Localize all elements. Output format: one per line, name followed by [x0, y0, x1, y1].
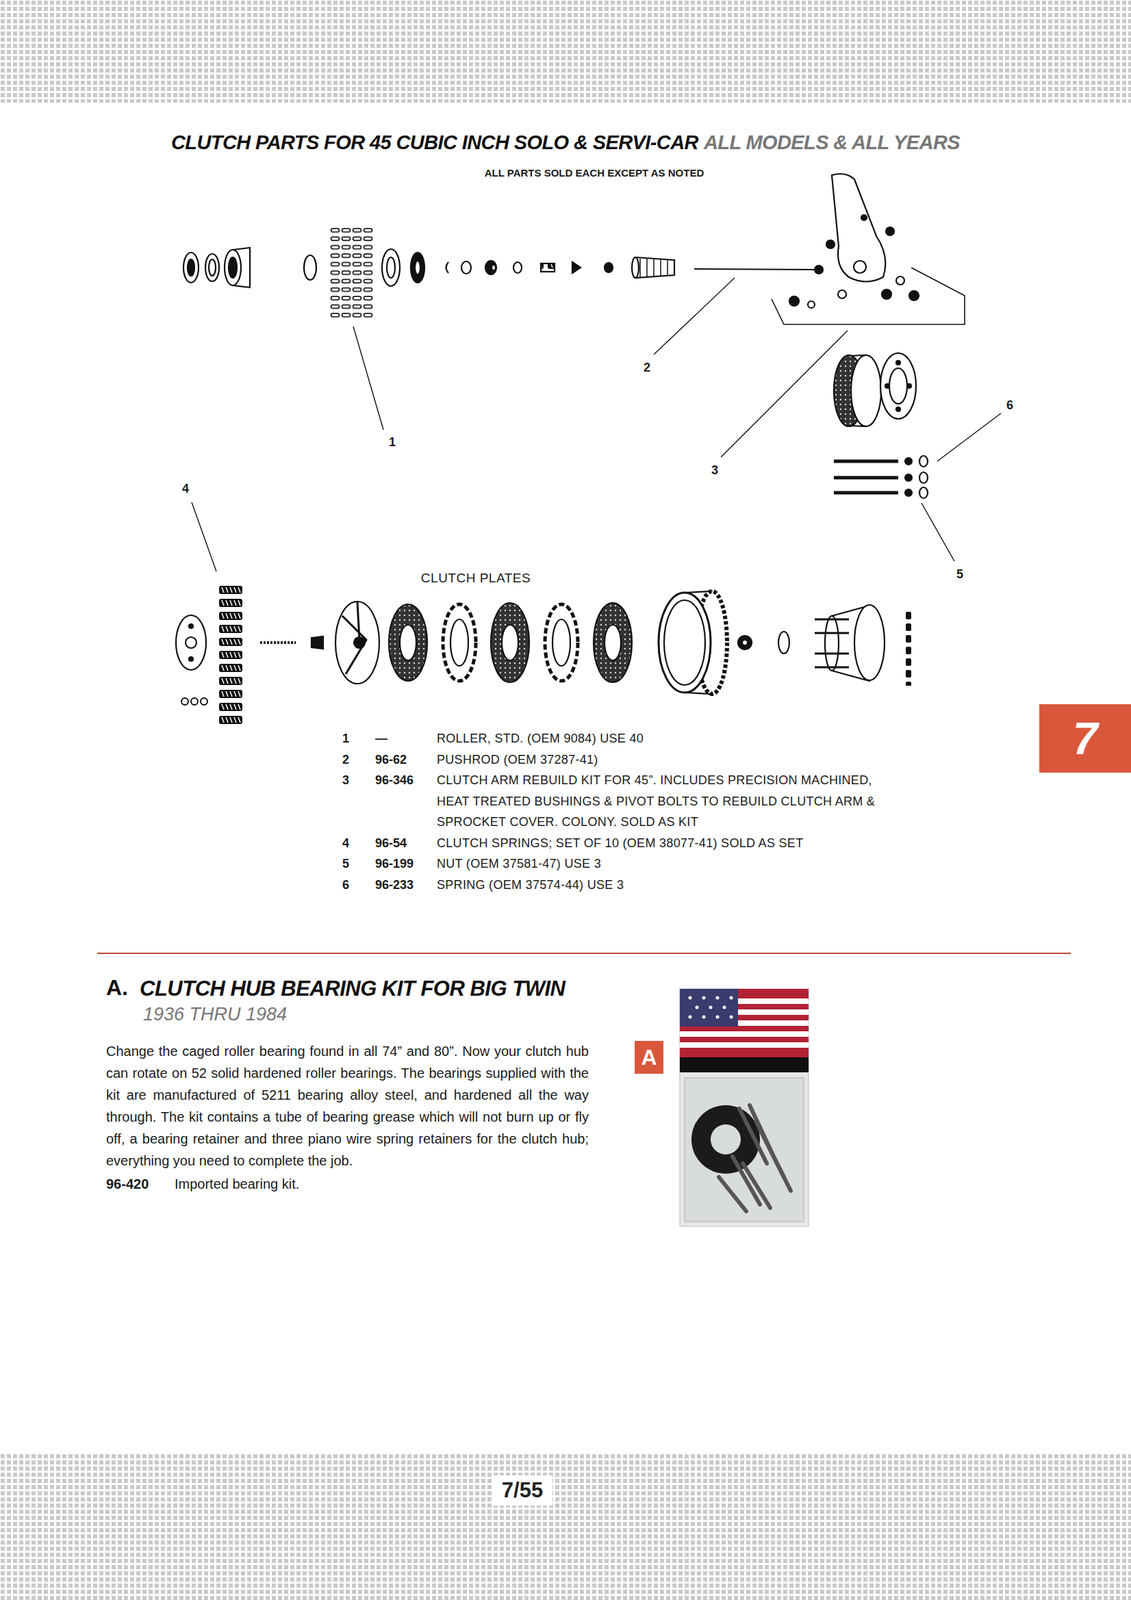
- callout-number: 6: [1004, 398, 1016, 413]
- table-cell: 2: [342, 749, 376, 771]
- group-label: CLUTCH PLATES: [421, 570, 531, 587]
- body-block: Change the caged roller bearing found in…: [106, 1040, 589, 1196]
- part-description: SPRING (OEM 37574-44) USE 3: [436, 874, 889, 897]
- section-heading: CLUTCH HUB BEARING KIT FOR BIG TWIN: [139, 976, 565, 1002]
- body-text: Change the caged roller bearing found in…: [106, 1040, 589, 1173]
- order-line: 96-420Imported bearing kit.: [106, 1173, 589, 1196]
- part-description: CLUTCH ARM REBUILD KIT FOR 45”. INCLUDES…: [436, 770, 889, 834]
- tab-text: A: [640, 1046, 657, 1069]
- part-description: CLUTCH SPRINGS; SET OF 10 (OEM 38077-41)…: [436, 833, 889, 855]
- section-letter: A.: [106, 975, 129, 1001]
- part-number: 96-62: [375, 749, 437, 771]
- part-description: PUSHROD (OEM 37287-41): [436, 749, 889, 771]
- table-cell: 3: [342, 770, 376, 834]
- title-qualifier: ALL MODELS & ALL YEARS: [703, 131, 960, 154]
- callout-number: 1: [386, 435, 398, 450]
- callout-number: 2: [641, 360, 653, 376]
- title-bar: CLUTCH PARTS FOR 45 CUBIC INCH SOLO & SE…: [0, 131, 1131, 155]
- section-subheading: 1936 THRU 1984: [143, 1004, 287, 1026]
- tab-text: 7: [1072, 716, 1099, 762]
- part-description: NUT (OEM 37581-47) USE 3: [436, 853, 889, 875]
- part-number: —: [375, 728, 437, 750]
- table-cell: 1: [342, 728, 376, 750]
- part-number: 96-420: [106, 1173, 175, 1196]
- part-number: 96-199: [375, 853, 437, 875]
- part-description: ROLLER, STD. (OEM 9084) USE 40: [436, 728, 889, 750]
- part-number: 96-54: [375, 833, 437, 855]
- callout-number: 5: [954, 567, 966, 582]
- table-cell: 5: [342, 853, 376, 875]
- part-number: 96-346: [375, 770, 437, 834]
- page-title: CLUTCH PARTS FOR 45 CUBIC INCH SOLO & SE…: [171, 131, 699, 154]
- table-cell: 6: [342, 874, 376, 897]
- note: ALL PARTS SOLD EACH EXCEPT AS NOTED: [0, 167, 1131, 179]
- section-tab: 7: [1039, 704, 1131, 773]
- table-cell: 4: [342, 833, 376, 855]
- part-description: Imported bearing kit.: [174, 1173, 300, 1196]
- callout-number: 4: [180, 481, 192, 497]
- page-number: 7/55: [492, 1476, 553, 1507]
- item-badge: A: [634, 1041, 664, 1075]
- part-number: 96-233: [375, 874, 437, 897]
- callout-number: 3: [709, 463, 721, 478]
- parts-table: 1—ROLLER, STD. (OEM 9084) USE 40 296-62PU…: [342, 728, 889, 896]
